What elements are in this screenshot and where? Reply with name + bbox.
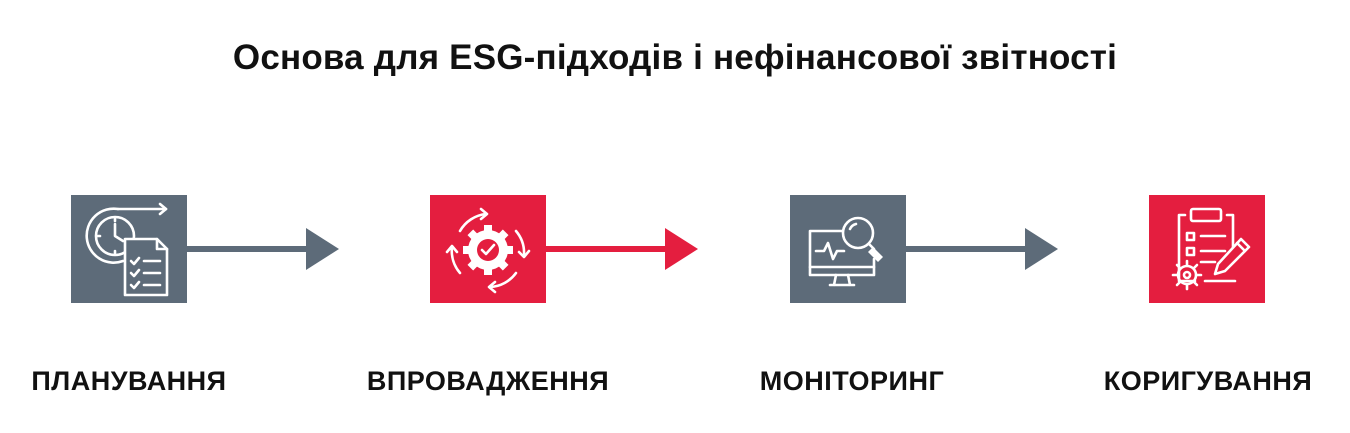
arrow-monitoring-to-adjustment — [905, 228, 1058, 270]
clock-checklist-icon — [85, 202, 169, 297]
step-implementation-box — [430, 195, 546, 303]
diagram-title: Основа для ESG-підходів і нефінансової з… — [232, 38, 1118, 77]
arrow-implementation-to-monitoring — [545, 228, 698, 270]
arrow-planning-to-implementation — [186, 228, 339, 270]
step-label-monitoring: МОНІТОРИНГ — [759, 366, 945, 396]
step-monitoring-box — [790, 195, 906, 303]
clipboard-gear-pencil-icon — [1171, 207, 1251, 291]
step-label-planning: ПЛАНУВАННЯ — [31, 366, 227, 396]
step-adjustment-box — [1149, 195, 1265, 303]
monitor-magnifier-icon — [808, 216, 883, 287]
step-label-adjustment: КОРИГУВАННЯ — [1103, 366, 1313, 396]
step-planning-box — [71, 195, 187, 303]
gear-cycle-check-icon — [445, 207, 531, 294]
step-label-implementation: ВПРОВАДЖЕННЯ — [366, 366, 610, 396]
